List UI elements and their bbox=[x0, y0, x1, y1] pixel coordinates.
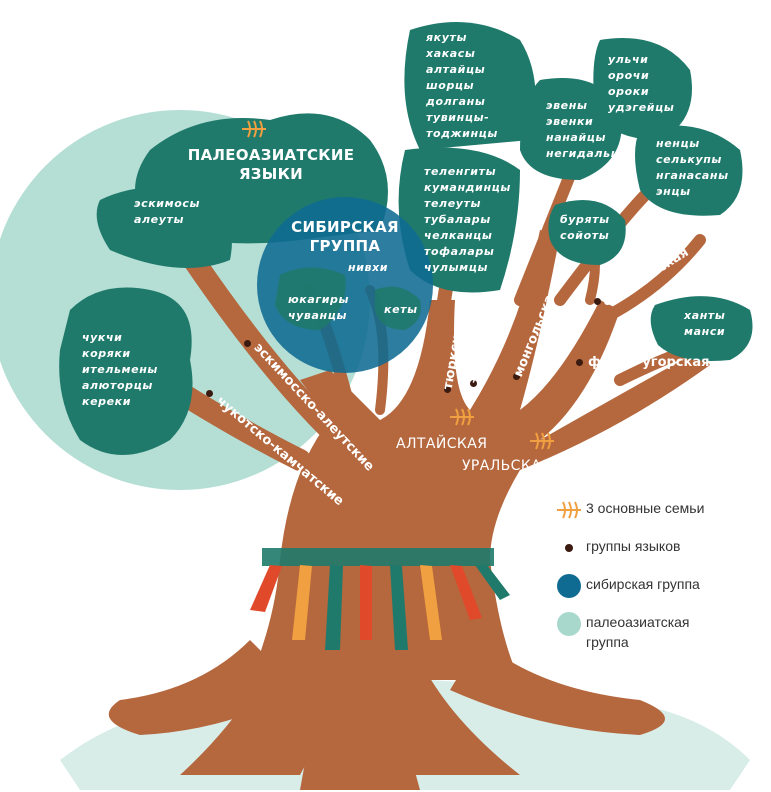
trunk-ribbons bbox=[250, 548, 510, 650]
tungus-right-canopy bbox=[593, 38, 692, 140]
legend-item: палеоазиатская группа bbox=[552, 612, 767, 652]
group-dot-icon bbox=[565, 544, 573, 552]
people-name: коряки bbox=[82, 347, 131, 360]
people-name: шорцы bbox=[426, 79, 475, 92]
legend-label: группы языков bbox=[586, 538, 681, 554]
people-name: чуванцы bbox=[288, 309, 348, 322]
people-name: ненцы bbox=[656, 137, 700, 150]
people-name: кеты bbox=[384, 303, 418, 316]
people-name: долганы bbox=[426, 95, 486, 108]
family-icon bbox=[557, 501, 581, 519]
people-name: нганасаны bbox=[656, 169, 729, 182]
canopy-samoyedic-list: ненцы селькупы нганасаны энцы bbox=[656, 136, 729, 200]
group-label-finno-ugric: финно-угорская bbox=[588, 355, 710, 370]
canopy-turkic-top-list: якуты хакасы алтайцы шорцы долганы тувин… bbox=[426, 30, 498, 142]
canopy-kety-list: кеты bbox=[384, 302, 418, 318]
family-icon bbox=[242, 120, 266, 138]
people-name: ительмены bbox=[82, 363, 158, 376]
people-name: эвенки bbox=[546, 115, 594, 128]
people-name: теленгиты bbox=[424, 165, 497, 178]
siberian-canopies bbox=[275, 267, 421, 330]
people-name: алеуты bbox=[134, 213, 185, 226]
people-name: негидальцы bbox=[546, 147, 630, 160]
people-name: тофалары bbox=[424, 245, 495, 258]
people-name: тубалары bbox=[424, 213, 491, 226]
legend-item: сибирская группа bbox=[552, 574, 767, 598]
eskimo-canopy bbox=[96, 186, 233, 268]
people-name: кумандинцы bbox=[424, 181, 511, 194]
people-name: тувинцы- bbox=[426, 111, 490, 124]
paleoasian-family-label: ПАЛЕОАЗИАТСКИЕ ЯЗЫКИ bbox=[187, 146, 355, 183]
people-name: якуты bbox=[426, 31, 468, 44]
people-name: энцы bbox=[656, 185, 691, 198]
finno-ugric-canopy bbox=[650, 296, 753, 361]
canopy-mongolic-list: буряты сойоты bbox=[560, 212, 610, 244]
people-name: кереки bbox=[82, 395, 132, 408]
canopy-finno-ugric-list: ханты манси bbox=[684, 308, 725, 340]
people-name: чулымцы bbox=[424, 261, 489, 274]
canopy-tungus-right-list: ульчи орочи ороки удэгейцы bbox=[608, 52, 674, 116]
people-name: челканцы bbox=[424, 229, 493, 242]
family-icon bbox=[530, 432, 554, 450]
people-name: нивхи bbox=[348, 261, 389, 274]
group-dot-icon bbox=[576, 359, 583, 366]
canopy-chukchi-list: чукчи коряки ительмены алюторцы кереки bbox=[82, 330, 158, 410]
turkic-bottom-canopy bbox=[398, 147, 520, 293]
siberian-family-label: СИБИРСКАЯ ГРУППА bbox=[291, 218, 399, 255]
people-name: манси bbox=[684, 325, 726, 338]
canopy-nivkhi-list: нивхи bbox=[348, 260, 388, 276]
legend: 3 основные семьи группы языков сибирская… bbox=[552, 498, 767, 666]
canopy-eskimo-list: эскимосы алеуты bbox=[134, 196, 200, 228]
turkic-top-canopy bbox=[404, 22, 536, 150]
group-dot-icon bbox=[444, 386, 451, 393]
canopy-tungus-left-list: эвены эвенки нанайцы негидальцы bbox=[546, 98, 630, 162]
chukchi-canopy bbox=[59, 287, 193, 455]
legend-label: 3 основные семьи bbox=[586, 500, 705, 516]
siberian-circle-icon bbox=[557, 574, 581, 598]
people-name: телеуты bbox=[424, 197, 482, 210]
altaic-family-label: АЛТАЙСКАЯ bbox=[396, 436, 488, 452]
people-name: чукчи bbox=[82, 331, 123, 344]
people-name: нанайцы bbox=[546, 131, 607, 144]
legend-item: 3 основные семьи bbox=[552, 498, 767, 522]
people-name: тоджинцы bbox=[426, 127, 498, 140]
canopies bbox=[59, 22, 753, 455]
people-name: алтайцы bbox=[426, 63, 486, 76]
people-name: алюторцы bbox=[82, 379, 153, 392]
group-dot-icon bbox=[513, 373, 520, 380]
samoyedic-canopy bbox=[635, 125, 743, 216]
canopy-turkic-bottom-list: теленгиты кумандинцы телеуты тубалары че… bbox=[424, 164, 511, 276]
uralic-family-label: УРАЛЬСКАЯ bbox=[462, 458, 552, 474]
family-icon bbox=[450, 408, 474, 426]
people-name: селькупы bbox=[656, 153, 722, 166]
legend-item: группы языков bbox=[552, 536, 767, 560]
people-name: орочи bbox=[608, 69, 650, 82]
people-name: удэгейцы bbox=[608, 101, 675, 114]
legend-label: сибирская группа bbox=[586, 576, 700, 592]
people-name: хакасы bbox=[426, 47, 476, 60]
group-dot-icon bbox=[594, 298, 601, 305]
group-dot-icon bbox=[470, 380, 477, 387]
mongolic-canopy bbox=[548, 200, 626, 265]
canopy-siberian-left-list: юкагиры чуванцы bbox=[288, 292, 349, 324]
people-name: ульчи bbox=[608, 53, 649, 66]
people-name: эскимосы bbox=[134, 197, 201, 210]
people-name: ханты bbox=[684, 309, 726, 322]
legend-label: палеоазиатская группа bbox=[586, 614, 690, 650]
people-name: эвены bbox=[546, 99, 588, 112]
people-name: ороки bbox=[608, 85, 650, 98]
people-name: буряты bbox=[560, 213, 610, 226]
people-name: сойоты bbox=[560, 229, 610, 242]
group-dot-icon bbox=[206, 390, 213, 397]
group-dot-icon bbox=[244, 340, 251, 347]
paleoasian-circle-icon bbox=[557, 612, 581, 636]
people-name: юкагиры bbox=[288, 293, 350, 306]
